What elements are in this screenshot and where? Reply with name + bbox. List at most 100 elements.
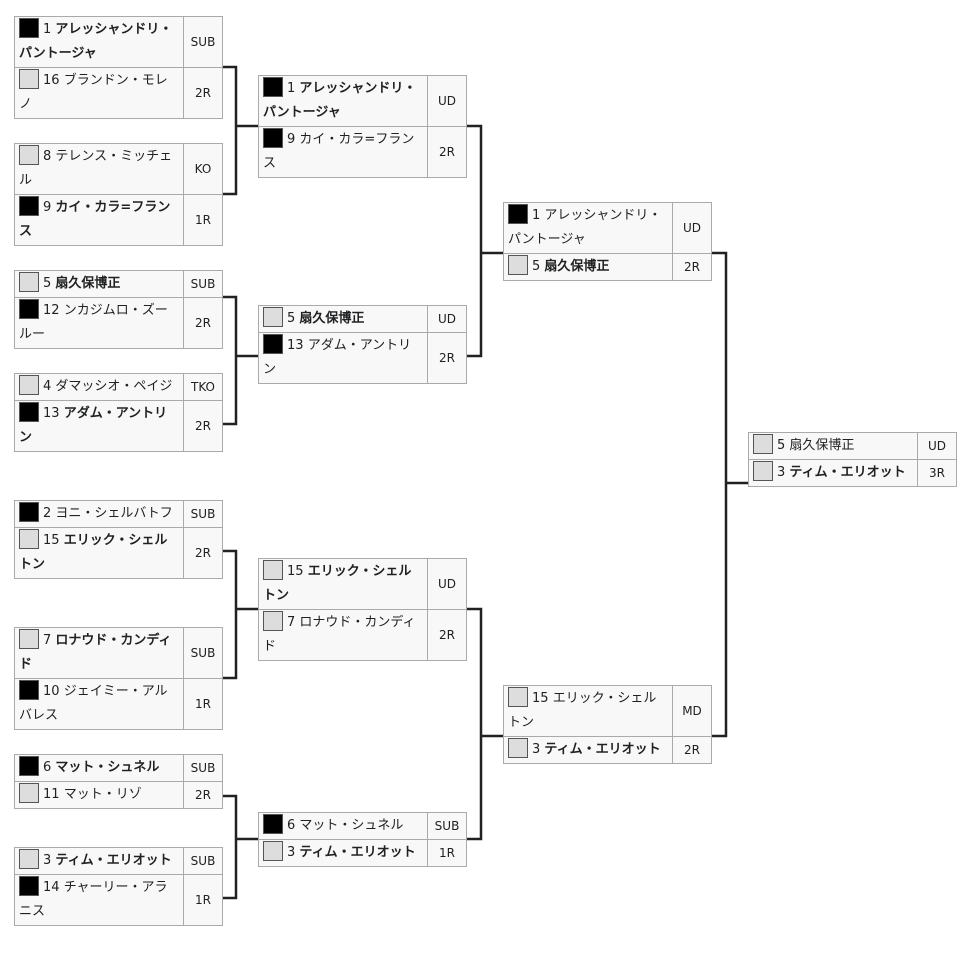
result: 2R xyxy=(195,419,211,433)
seed: 3 xyxy=(777,465,786,480)
result: SUB xyxy=(190,507,216,521)
fighter-cell: 12 ンカジムロ・ズールー xyxy=(15,298,184,348)
fighter-entry: 15 エリック・シェルトン UD xyxy=(258,558,467,610)
seed: 5 xyxy=(287,311,296,326)
seed: 8 xyxy=(43,149,52,164)
seed: 3 xyxy=(43,853,52,868)
result: UD xyxy=(682,221,702,235)
fighter-cell: 15 エリック・シェルトン xyxy=(259,559,428,609)
seed: 5 xyxy=(532,259,541,274)
fighter-cell: 6 マット・シュネル xyxy=(15,755,184,781)
result: SUB xyxy=(190,761,216,775)
fighter-name: ティム・エリオット xyxy=(55,853,172,868)
fighter-cell: 15 エリック・シェルトン xyxy=(15,528,184,578)
fighter-cell: 7 ロナウド・カンディド xyxy=(15,628,184,678)
fighter-cell: 9 カイ・カラ=フランス xyxy=(15,195,184,245)
result: MD xyxy=(682,704,702,718)
fighter-cell: 3 ティム・エリオット xyxy=(749,460,918,486)
result: UD xyxy=(437,312,457,326)
corner-gray-icon xyxy=(508,255,528,275)
fighter-cell: 5 扇久保博正 xyxy=(259,306,428,332)
seed: 1 xyxy=(43,22,52,37)
fighter-cell: 1 アレッシャンドリ・パントージャ xyxy=(15,17,184,67)
fighter-name: ロナウド・カンディド xyxy=(19,633,172,672)
corner-black-icon xyxy=(19,196,39,216)
fighter-cell: 9 カイ・カラ=フランス xyxy=(259,127,428,177)
corner-black-icon xyxy=(508,204,528,224)
fighter-cell: 11 マット・リゾ xyxy=(15,782,184,808)
fighter-entry: 5 扇久保博正 UD xyxy=(258,305,467,333)
fighter-name: カイ・カラ=フランス xyxy=(19,200,171,239)
seed: 9 xyxy=(43,200,52,215)
fighter-name: アダム・アントリン xyxy=(19,406,168,445)
corner-black-icon xyxy=(263,814,283,834)
fighter-cell: 15 エリック・シェルトン xyxy=(504,686,673,736)
seed: 7 xyxy=(43,633,52,648)
fighter-cell: 13 アダム・アントリン xyxy=(259,333,428,383)
seed: 15 xyxy=(532,691,549,706)
seed: 5 xyxy=(777,438,786,453)
fighter-entry: 15 エリック・シェルトン MD xyxy=(503,685,712,737)
fighter-cell: 7 ロナウド・カンディド xyxy=(259,610,428,660)
corner-gray-icon xyxy=(19,145,39,165)
fighter-cell: 3 ティム・エリオット xyxy=(259,840,428,866)
match-r1-7: 6 マット・シュネル SUB 11 マット・リゾ 2R xyxy=(14,754,223,809)
seed: 1 xyxy=(287,81,296,96)
fighter-cell: 8 テレンス・ミッチェル xyxy=(15,144,184,194)
corner-gray-icon xyxy=(19,783,39,803)
corner-gray-icon xyxy=(263,560,283,580)
fighter-entry: 11 マット・リゾ 2R xyxy=(14,781,223,809)
connector-r1-top-b xyxy=(222,295,258,426)
result: UD xyxy=(437,577,457,591)
result: 2R xyxy=(195,788,211,802)
fighter-name: ダマッシオ・ペイジ xyxy=(55,379,173,394)
result: SUB xyxy=(190,277,216,291)
fighter-name: ティム・エリオット xyxy=(299,845,416,860)
seed: 15 xyxy=(43,533,60,548)
fighter-cell: 5 扇久保博正 xyxy=(749,433,918,459)
fighter-cell: 5 扇久保博正 xyxy=(15,271,184,297)
fighter-name: 扇久保博正 xyxy=(55,276,121,291)
fighter-name: ティム・エリオット xyxy=(544,742,661,757)
fighter-name: 扇久保博正 xyxy=(544,259,610,274)
fighter-cell: 1 アレッシャンドリ・パントージャ xyxy=(259,76,428,126)
fighter-name: マット・シュネル xyxy=(55,760,160,775)
fighter-name: カイ・カラ=フランス xyxy=(263,132,415,171)
connector-r1-top-a xyxy=(222,65,258,196)
fighter-cell: 4 ダマッシオ・ペイジ xyxy=(15,374,184,400)
corner-black-icon xyxy=(19,18,39,38)
seed: 15 xyxy=(287,564,304,579)
result: 2R xyxy=(684,260,700,274)
seed: 14 xyxy=(43,880,60,895)
seed: 10 xyxy=(43,684,60,699)
fighter-cell: 3 ティム・エリオット xyxy=(15,848,184,874)
seed: 2 xyxy=(43,506,52,521)
fighter-entry: 5 扇久保博正 SUB xyxy=(14,270,223,298)
corner-black-icon xyxy=(19,502,39,522)
fighter-name: チャーリー・アラニス xyxy=(19,880,168,919)
fighter-name: アレッシャンドリ・パントージャ xyxy=(19,22,173,61)
fighter-cell: 10 ジェイミー・アルバレス xyxy=(15,679,184,729)
result: SUB xyxy=(434,819,460,833)
result: SUB xyxy=(190,646,216,660)
